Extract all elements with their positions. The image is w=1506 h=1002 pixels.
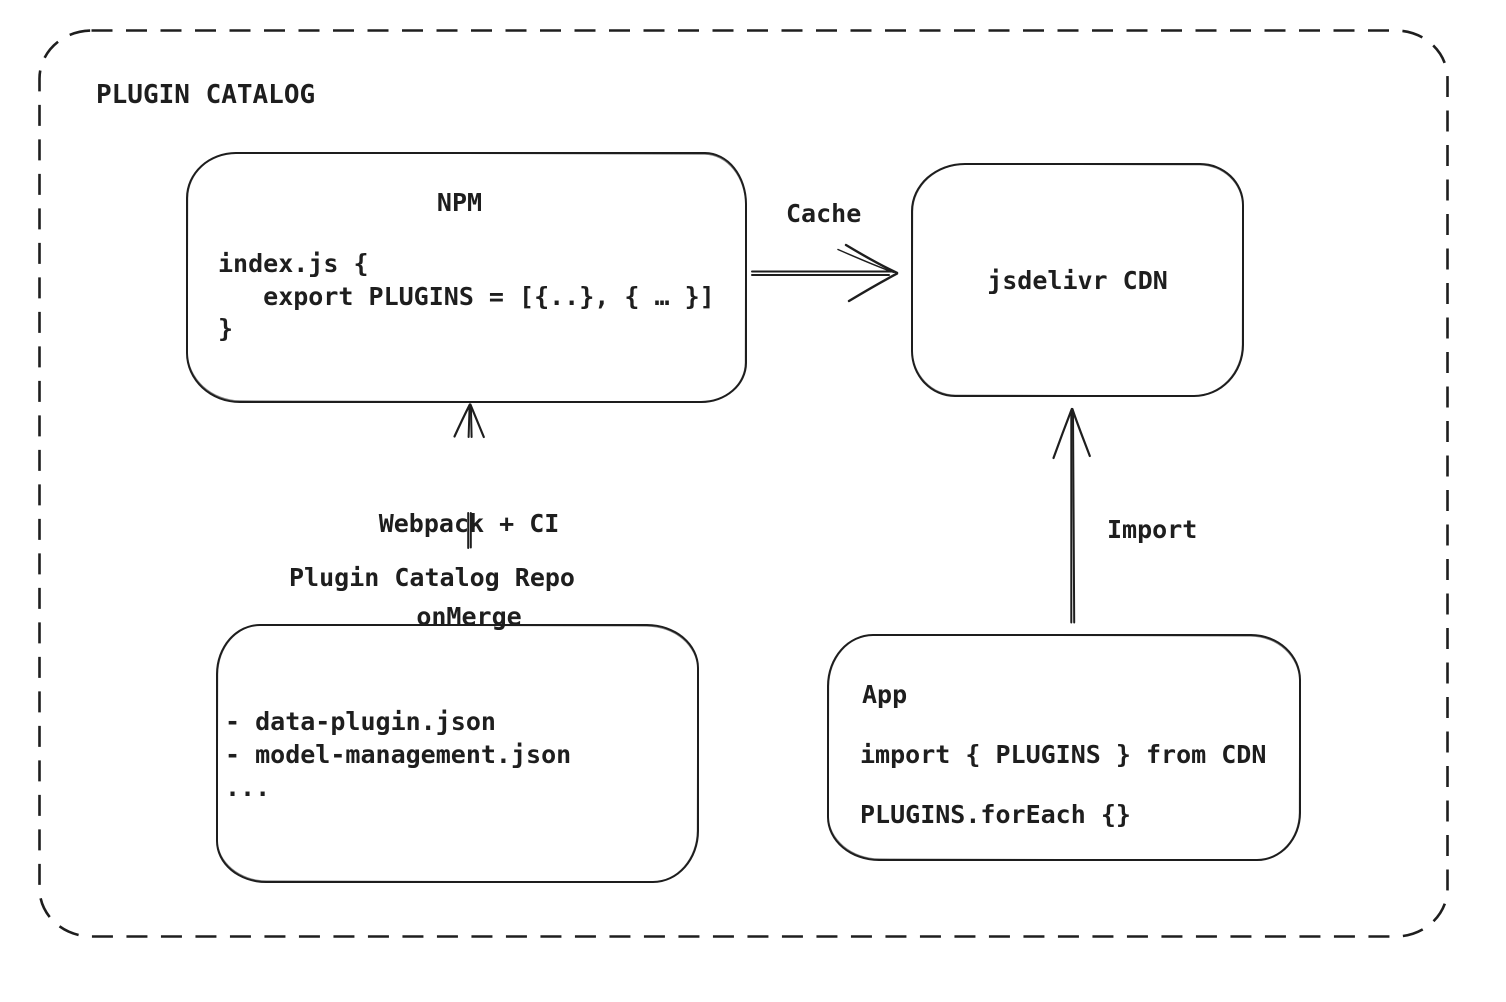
repo-file-item: - data-plugin.json: [225, 707, 496, 736]
cache-arrow: [751, 243, 899, 303]
webpack-arrow-label-line1: Webpack + CI: [378, 509, 560, 538]
app-code-line: import { PLUGINS } from CDN: [860, 740, 1267, 769]
repo-file-item: ...: [225, 773, 271, 802]
app-node: App import { PLUGINS } from CDN PLUGINS.…: [827, 634, 1301, 861]
import-arrow: [1052, 407, 1091, 624]
npm-code-line: }: [218, 314, 234, 343]
repo-node: - data-plugin.json - model-management.jso…: [216, 624, 699, 883]
cdn-node-label: jsdelivr CDN: [987, 265, 1168, 295]
cdn-node: jsdelivr CDN: [911, 163, 1244, 397]
import-arrow-label: Import: [1107, 515, 1198, 544]
repo-file-list: - data-plugin.json - model-management.jso…: [225, 705, 571, 804]
app-code-line: PLUGINS.forEach {}: [860, 800, 1131, 829]
npm-code-line: export PLUGINS = [{..}, { … }]: [218, 281, 715, 311]
app-node-title: App: [862, 680, 908, 709]
cache-arrow-label: Cache: [786, 199, 862, 228]
repo-file-item: - model-management.json: [225, 740, 572, 769]
webpack-arrow: [453, 403, 485, 549]
npm-code-line: index.js {: [218, 249, 369, 278]
npm-code-block: index.js { export PLUGINS = [{..}, { … }…: [218, 248, 715, 346]
npm-node: NPM index.js { export PLUGINS = [{..}, {…: [186, 152, 747, 403]
repo-node-title: Plugin Catalog Repo: [289, 563, 575, 592]
npm-node-title: NPM: [436, 188, 483, 217]
diagram-title: PLUGIN CATALOG: [96, 80, 316, 110]
